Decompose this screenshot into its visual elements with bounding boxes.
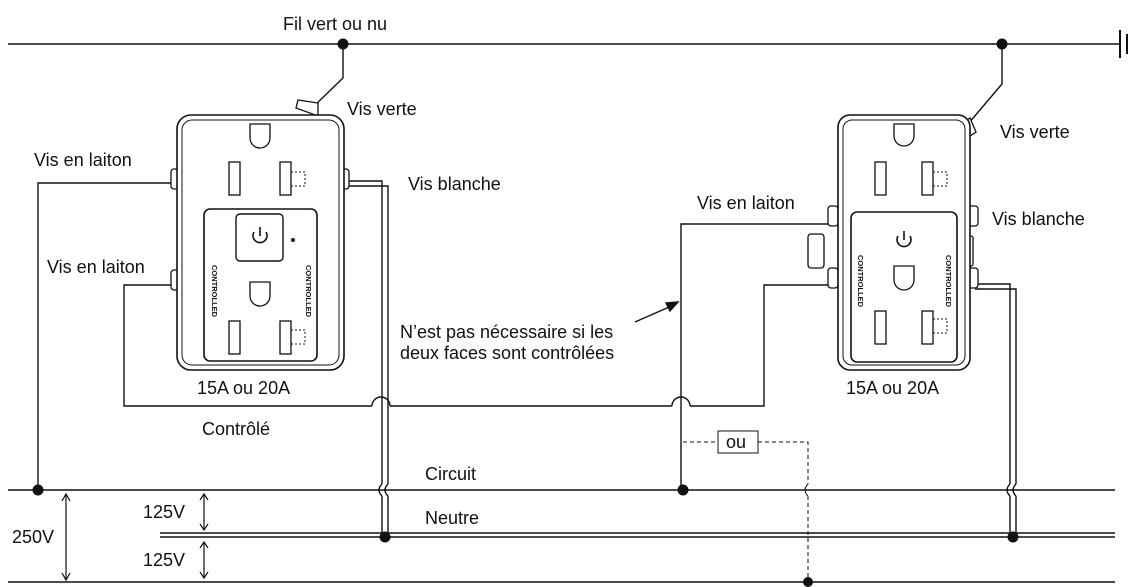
power-icon [252, 227, 268, 244]
power-icon [896, 231, 912, 248]
ground-junction-2 [996, 38, 1008, 50]
second-line-junction [803, 577, 813, 587]
circuit-junction-right [677, 484, 689, 496]
or-label: ou [726, 432, 747, 452]
neutral-junction-left [379, 531, 391, 543]
neutral-junction-right [1007, 531, 1019, 543]
rating-label-right: 15A ou 20A [846, 378, 940, 398]
left-receptacle: CONTROLLED CONTROLLED [170, 99, 350, 371]
rating-label-left: 15A ou 20A [197, 378, 291, 398]
voltage-250: 250V [12, 527, 55, 547]
green-screw-label-left: Vis verte [347, 99, 417, 119]
voltage-arrows [61, 492, 209, 582]
brass-screw-label-left-bottom: Vis en laiton [47, 257, 145, 277]
circuit-label: Circuit [425, 464, 477, 484]
controlled-label-left-b: CONTROLLED [304, 265, 313, 318]
or-box [717, 430, 759, 454]
right-receptacle-wiring [634, 223, 1017, 537]
alternative-dashed-wire [683, 441, 809, 582]
supply-lines [8, 489, 1115, 583]
neutral-label: Neutre [425, 508, 480, 528]
controlled-label: Contrôlé [202, 419, 271, 439]
note-line-1: N’est pas nécessaire si les [400, 322, 614, 342]
controlled-label-left-a: CONTROLLED [210, 265, 219, 318]
ground-wire-label: Fil vert ou nu [283, 14, 388, 34]
ground-symbol-icon [1119, 30, 1128, 58]
right-receptacle: CONTROLLED CONTROLLED [807, 114, 979, 371]
left-receptacle-wiring [37, 180, 832, 537]
ground-wire [8, 30, 1128, 125]
voltage-125-top: 125V [143, 502, 186, 522]
brass-screw-label-left-top: Vis en laiton [34, 150, 132, 170]
controlled-label-right-b: CONTROLLED [944, 255, 953, 308]
circuit-junction-left [32, 484, 44, 496]
white-screw-label-left: Vis blanche [408, 174, 501, 194]
controlled-label-right-a: CONTROLLED [856, 255, 865, 308]
voltage-125-bottom: 125V [143, 550, 186, 570]
note-line-2: deux faces sont contrôlées [400, 343, 615, 363]
ground-junction-1 [337, 38, 349, 50]
green-screw-label-right: Vis verte [1000, 122, 1070, 142]
white-screw-label-right: Vis blanche [992, 209, 1085, 229]
brass-screw-label-right: Vis en laiton [697, 193, 795, 213]
